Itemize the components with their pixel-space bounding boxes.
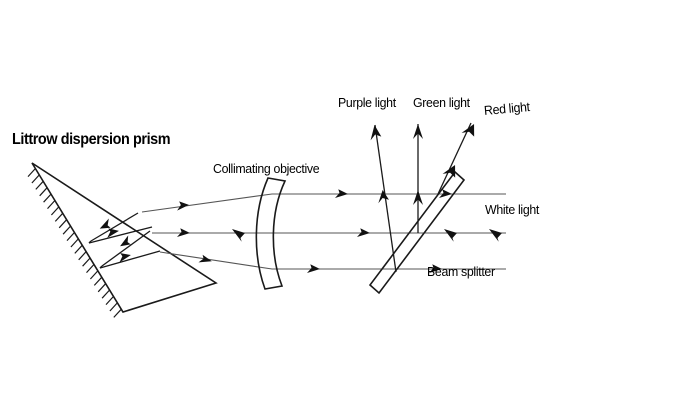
prism-mirror-hatching — [27, 168, 122, 318]
white-light-label: White light — [485, 202, 540, 217]
prism-title-label: Littrow dispersion prism — [12, 131, 171, 148]
beam-prism-to-lens — [141, 189, 506, 273]
collimating-objective-lens — [255, 177, 287, 290]
littrow-dispersion-prism — [27, 162, 218, 318]
prism-internal-rays — [88, 212, 161, 269]
green-light-label: Green light — [413, 95, 470, 110]
beam-splitter-label: Beam splitter — [427, 264, 495, 279]
purple-light-label: Purple light — [338, 95, 396, 110]
dispersed-output-beams — [370, 122, 475, 273]
collimating-objective-label: Collimating objective — [213, 161, 320, 176]
beam-splitter-plate — [368, 170, 466, 295]
red-light-label: Red light — [483, 99, 531, 118]
